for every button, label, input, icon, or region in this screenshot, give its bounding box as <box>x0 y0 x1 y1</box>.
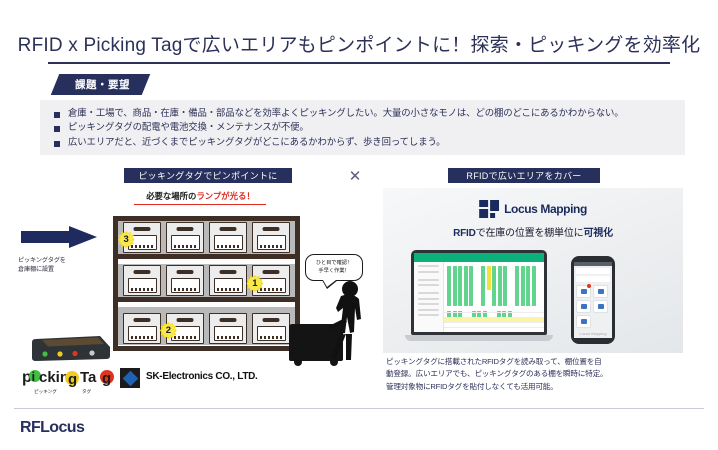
svg-text:タグ: タグ <box>82 388 92 395</box>
square-bullet-icon <box>54 126 60 133</box>
page-title: RFID x Picking Tagで広いエリアもピンポイントに！探索・ピッキン… <box>17 35 701 56</box>
sk-electronics-logo: SK-Electronics CO., LTD. <box>120 366 280 392</box>
svg-text:i: i <box>32 369 36 384</box>
shelf-row: 3 <box>117 221 295 259</box>
right-panel-subtitle: RFIDで在庫の位置を棚単位に可視化 <box>383 224 683 239</box>
phone-screen: Locus Mapping <box>574 262 612 338</box>
issue-text: 倉庫・工場で、商品・在庫・備品・部品などを効率よくピッキングしたい。大量の小さな… <box>68 107 624 118</box>
right-arrow-icon <box>21 226 97 248</box>
storage-box: 3 <box>117 222 161 253</box>
square-bullet-icon <box>54 140 60 147</box>
bubble-line1: ひと目で確認！ <box>315 260 353 266</box>
lamp-badge: 2 <box>159 322 177 339</box>
storage-box <box>122 265 161 296</box>
description-line2: 動登録。広いエリアでも、ピッキングタグのある棚を瞬時に特定。 <box>386 369 608 379</box>
issues-panel: 倉庫・工場で、商品・在庫・備品・部品などを効率よくピッキングしたい。大量の小さな… <box>40 100 685 155</box>
shelf-row: 1 <box>118 264 295 302</box>
lamp-badge: 3 <box>117 231 135 248</box>
list-item: 倉庫・工場で、商品・在庫・備品・部品などを効率よくピッキングしたい。大量の小さな… <box>54 107 685 119</box>
description-line3: 管理対象物にRFIDタグを貼付しなくても活用可能。 <box>386 381 558 391</box>
section-banner-label: 課題・要望 <box>75 79 130 91</box>
cross-separator-icon: ✕ <box>348 168 362 185</box>
storage-box: 2 <box>159 313 204 344</box>
sk-electronics-label: SK-Electronics CO., LTD. <box>146 371 258 382</box>
storage-box <box>165 265 204 296</box>
laptop-screen <box>411 250 547 335</box>
storage-box <box>209 313 248 344</box>
setup-label: ピッキングタグを 倉庫棚に設置 <box>18 256 98 275</box>
picking-tag-device <box>32 336 110 361</box>
lamp-headline-red: ランプが光る！ <box>196 191 255 201</box>
left-illustration-panel: 必要な場所のランプが光る！ ピッキングタグを 倉庫棚に設置 3 <box>8 188 368 403</box>
issue-text: 広いエリアだと、近づくまでピッキングタグがどこにあるかわからず、歩き回ってしまう… <box>68 135 446 147</box>
lamp-badge: 1 <box>246 275 264 292</box>
svg-text:ckin: ckin <box>39 369 69 386</box>
storage-box <box>252 222 291 253</box>
subtitle-suffix: 可視化 <box>583 228 613 239</box>
setup-label-line2: 倉庫棚に設置 <box>18 266 54 274</box>
subtitle-prefix: RFID <box>453 228 476 239</box>
storage-box <box>209 265 248 296</box>
worker-silhouette-icon <box>329 281 361 360</box>
lamp-headline-black: 必要な場所の <box>146 191 197 201</box>
footer-divider <box>14 408 704 410</box>
subtitle-mid: で在庫の位置を棚単位に <box>475 228 584 239</box>
left-column-header: ピッキングタグでピンポイントに <box>124 168 292 183</box>
app-sidebar <box>414 262 444 332</box>
lamp-headline-underline <box>134 204 266 206</box>
description-line1: ピッキングタグに搭載されたRFIDタグを読み取って、棚位置を自 <box>386 357 602 366</box>
list-item: 広いエリアだと、近づくまでピッキングタグがどこにあるかわからず、歩き回ってしまう… <box>54 135 685 148</box>
rflocus-brand-logo: RFLocus <box>20 419 85 436</box>
svg-text:p: p <box>22 369 32 386</box>
lamp-headline: 必要な場所のランプが光る！ <box>133 190 268 202</box>
phone-mockup: Locus Mapping <box>571 256 615 344</box>
square-bullet-icon <box>54 112 60 118</box>
warehouse-shelf: 3 1 2 <box>113 216 300 351</box>
svg-text:g: g <box>102 370 111 387</box>
right-column-header: RFIDで広いエリアをカバー <box>448 168 600 183</box>
right-panel-description: ピッキングタグに搭載されたRFIDタグを読み取って、棚位置を自 動登録。広いエリ… <box>386 356 686 393</box>
laptop-base <box>405 335 553 341</box>
storage-box <box>122 313 161 344</box>
locus-mapping-logo: Locus Mapping <box>479 200 587 218</box>
storage-box: 1 <box>246 265 291 296</box>
storage-box <box>165 222 204 253</box>
title-divider <box>48 62 670 64</box>
shelf-row: 2 <box>118 307 295 345</box>
storage-box <box>209 222 248 253</box>
storage-box <box>252 313 291 344</box>
issue-text: ピッキングタグの配電や電池交換・メンテナンスが不便。 <box>68 121 309 133</box>
app-topbar <box>414 253 544 262</box>
svg-text:Ta: Ta <box>80 369 97 386</box>
picking-tag-logo: p i ckin g Ta g ピッキング タグ <box>22 369 114 395</box>
svg-text:g: g <box>68 371 77 388</box>
sk-diamond-icon <box>120 368 140 388</box>
section-banner: 課題・要望 <box>50 74 151 95</box>
phone-footer-label: Locus Mapping <box>579 331 607 336</box>
bubble-line2: 手早く作業！ <box>318 268 350 275</box>
list-item: ピッキングタグの配電や電池交換・メンテナンスが不便。 <box>54 121 685 133</box>
svg-text:ピッキング: ピッキング <box>34 388 57 395</box>
locus-mapping-label: Locus Mapping <box>504 202 587 216</box>
worker-speech-bubble: ひと目で確認！ 手早く作業！ <box>305 254 363 290</box>
setup-label-line1: ピッキングタグを <box>18 257 66 264</box>
warehouse-map <box>444 262 544 332</box>
inventory-table <box>444 312 544 332</box>
locus-mapping-mark-icon <box>479 200 500 218</box>
laptop-mockup <box>405 250 553 346</box>
right-product-panel: Locus Mapping RFIDで在庫の位置を棚単位に可視化 <box>383 188 683 353</box>
